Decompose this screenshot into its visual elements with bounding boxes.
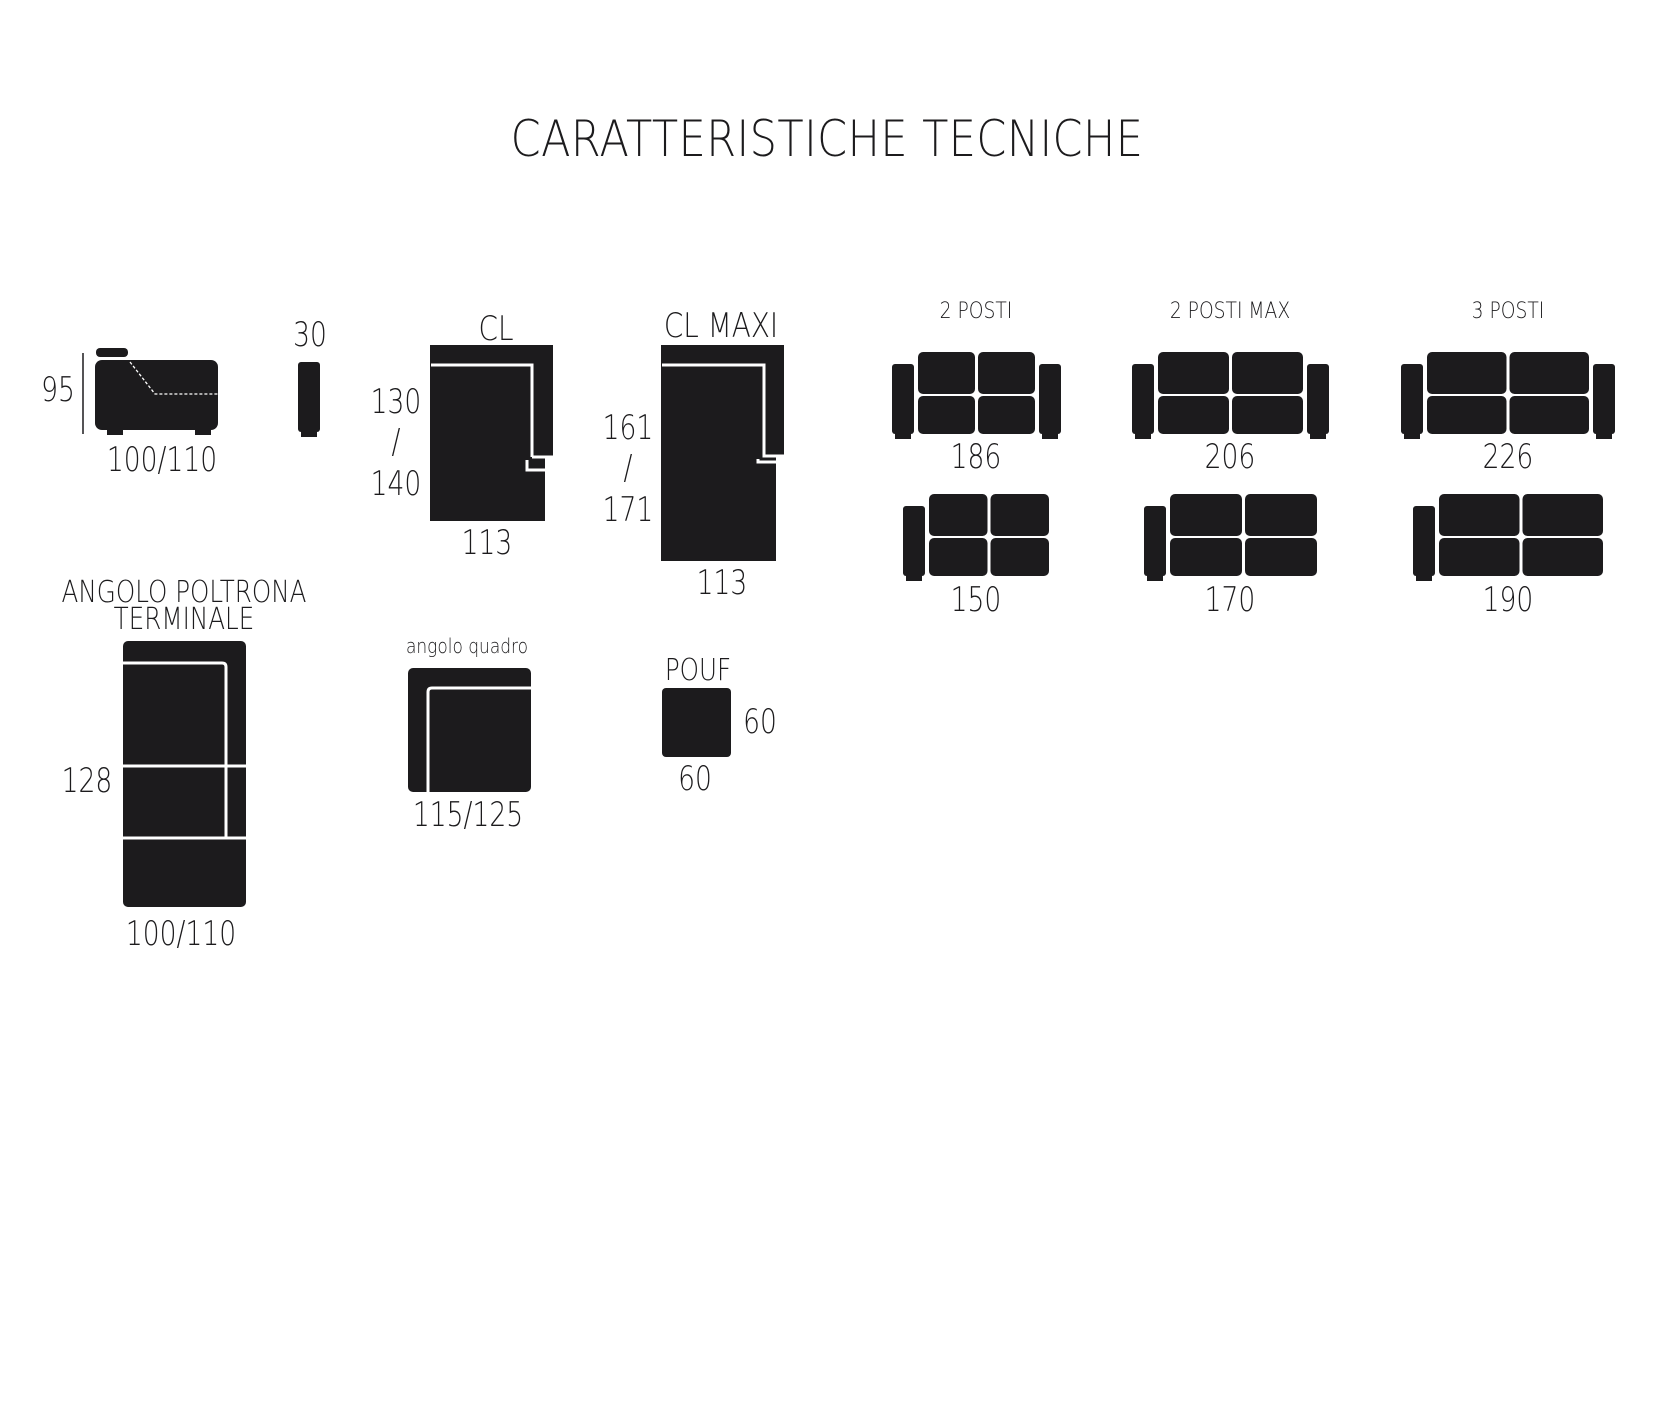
cl-label: CL: [478, 309, 514, 349]
sofa-2-one-arm-left-arm: [1413, 506, 1435, 576]
pouf-width: 60: [678, 759, 712, 799]
sofa-2-two-arms-right-arm: [1593, 364, 1615, 434]
cl-depth-a: 130: [370, 382, 422, 422]
pouf-diagram: [662, 688, 731, 757]
sofa-2-width-two-arms: 226: [1482, 437, 1534, 477]
cl-maxi-diagram: [661, 345, 784, 561]
sofa-2-two-arms-seat-cushion-2: [1509, 396, 1589, 434]
angolo-poltrona-width: 100/110: [125, 914, 237, 954]
sofa-1-two-arms-left-foot: [1135, 434, 1151, 439]
sofa-2-one-arm-back-cushion-1: [1439, 494, 1520, 536]
sofa-0-two-arms-left-arm: [892, 364, 914, 434]
sofa-1-label: 2 POSTI MAX: [1169, 299, 1291, 324]
sofa-2-width-one-arm: 190: [1482, 580, 1534, 620]
angolo-quadro-label: angolo quadro: [405, 634, 529, 658]
sofa-0-two-arms-back-cushion-2: [978, 352, 1035, 394]
sofa-2-one-arm-seat-cushion-1: [1439, 538, 1520, 576]
poltrona-height-label: 95: [41, 370, 75, 410]
sofa-0-two-arms-right-arm: [1039, 364, 1061, 434]
sofa-2-two-arms-left-arm: [1401, 364, 1423, 434]
sofa-0-one-arm-back-cushion-2: [990, 494, 1049, 536]
sofa-1-two-arms-seat-cushion-2: [1232, 396, 1303, 434]
sofa-2-two-arms-seat-cushion-1: [1427, 396, 1507, 434]
cl-depth-b: 140: [370, 464, 422, 504]
angolo-poltrona-diagram: [123, 641, 246, 907]
sofa-2-two-arms-left-foot: [1404, 434, 1420, 439]
sofa-1-two-arms-back-cushion-2: [1232, 352, 1303, 394]
sofa-0-one-arm-seat-cushion-1: [929, 538, 988, 576]
sofa-0-one-arm-left-foot: [906, 576, 922, 581]
sofa-0-one-arm-seat-cushion-2: [990, 538, 1049, 576]
sofa-0-two-arms-right-foot: [1042, 434, 1058, 439]
sofa-1-width-two-arms: 206: [1204, 437, 1256, 477]
sofa-0-label: 2 POSTI: [939, 299, 1013, 324]
sofa-1-one-arm-seat-cushion-1: [1170, 538, 1242, 576]
sofa-2-two-arms-back-cushion-2: [1509, 352, 1589, 394]
sofa-1-two-arms-right-arm: [1307, 364, 1329, 434]
sofa-2-two-arms-right-foot: [1596, 434, 1612, 439]
cl-maxi-depth-b: 171: [602, 490, 654, 530]
angolo-poltrona-depth: 128: [61, 761, 113, 801]
cl-maxi-slash: /: [623, 448, 633, 488]
cl-width-label: 113: [461, 523, 513, 563]
sofa-0-one-arm-back-cushion-1: [929, 494, 988, 536]
cl-slash: /: [391, 422, 401, 462]
sofa-2-one-arm-seat-cushion-2: [1522, 538, 1603, 576]
sofa-0-two-arms-seat-cushion-1: [918, 396, 975, 434]
sofa-1-two-arms-left-arm: [1132, 364, 1154, 434]
angolo-quadro-diagram: [408, 668, 531, 792]
pouf-label: POUF: [664, 653, 732, 688]
poltrona-width-label: 100/110: [106, 440, 218, 480]
cl-maxi-label: CL MAXI: [663, 306, 779, 346]
sofa-1-one-arm-back-cushion-1: [1170, 494, 1242, 536]
sofa-0-two-arms-back-cushion-1: [918, 352, 975, 394]
sofa-0-one-arm-left-arm: [903, 506, 925, 576]
angolo-quadro-width: 115/125: [412, 795, 524, 835]
sofa-1-two-arms-right-foot: [1310, 434, 1326, 439]
sofa-0-width-one-arm: 150: [950, 580, 1002, 620]
bracciolo-width-label: 30: [293, 315, 327, 355]
sofa-1-one-arm-left-arm: [1144, 506, 1166, 576]
cl-maxi-depth-a: 161: [602, 408, 654, 448]
sofa-0-two-arms-left-foot: [895, 434, 911, 439]
sofa-2-one-arm-back-cushion-2: [1522, 494, 1603, 536]
sofa-0-width-two-arms: 186: [950, 437, 1002, 477]
cl-maxi-width-label: 113: [696, 563, 748, 603]
sofa-1-two-arms-seat-cushion-1: [1158, 396, 1229, 434]
sofa-1-two-arms-back-cushion-1: [1158, 352, 1229, 394]
sofa-1-one-arm-seat-cushion-2: [1245, 538, 1317, 576]
sofa-1-width-one-arm: 170: [1204, 580, 1256, 620]
page-title: CARATTERISTICHE TECNICHE: [510, 110, 1144, 168]
sofa-1-one-arm-back-cushion-2: [1245, 494, 1317, 536]
sofa-2-two-arms-back-cushion-1: [1427, 352, 1507, 394]
sofa-2-one-arm-left-foot: [1416, 576, 1432, 581]
angolo-poltrona-label-1: ANGOLO POLTRONA: [61, 575, 307, 610]
bracciolo-diagram: [298, 362, 320, 437]
sofa-0-two-arms-seat-cushion-2: [978, 396, 1035, 434]
sofa-1-one-arm-left-foot: [1147, 576, 1163, 581]
sofa-2-label: 3 POSTI: [1471, 299, 1545, 324]
pouf-depth: 60: [743, 702, 777, 742]
angolo-poltrona-label-2: TERMINALE: [113, 602, 255, 637]
cl-diagram: [430, 345, 553, 521]
